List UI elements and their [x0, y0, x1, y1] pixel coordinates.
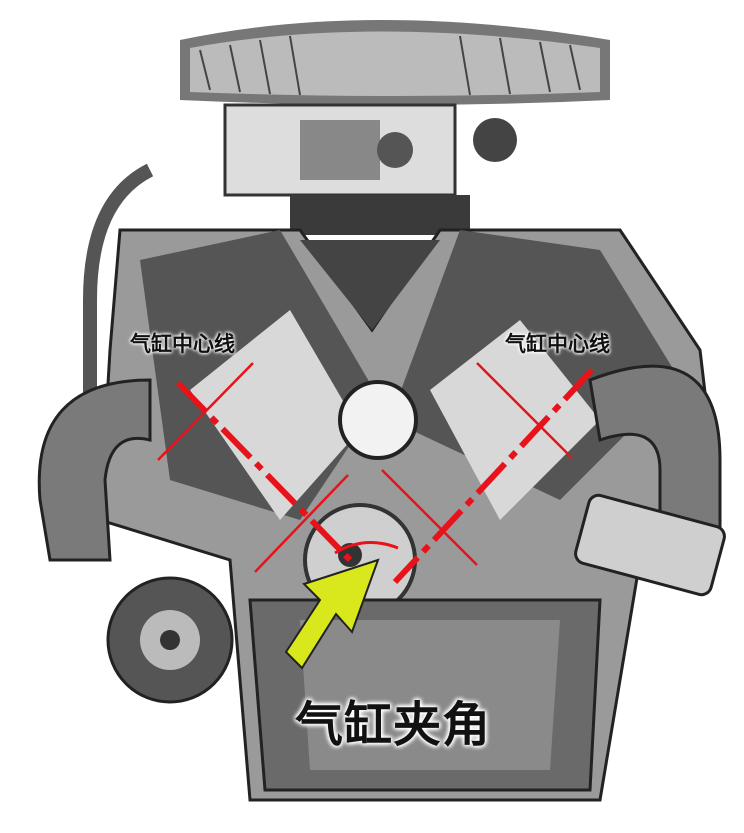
carburetor: [223, 103, 517, 235]
cylinder-centerline-right: [392, 367, 595, 585]
bank-angle-label: 气缸夹角: [295, 697, 492, 753]
arrow-icon: [284, 558, 380, 670]
right-centerline-label: 气缸中心线: [505, 332, 610, 356]
bank-angle-arc: [334, 541, 399, 555]
cylinder-bore-lines: [157, 362, 573, 573]
engine-block: [37, 228, 726, 802]
cylinder-centerline-left: [175, 380, 353, 563]
air-cleaner: [180, 20, 610, 105]
left-centerline-label: 气缸中心线: [130, 332, 235, 356]
